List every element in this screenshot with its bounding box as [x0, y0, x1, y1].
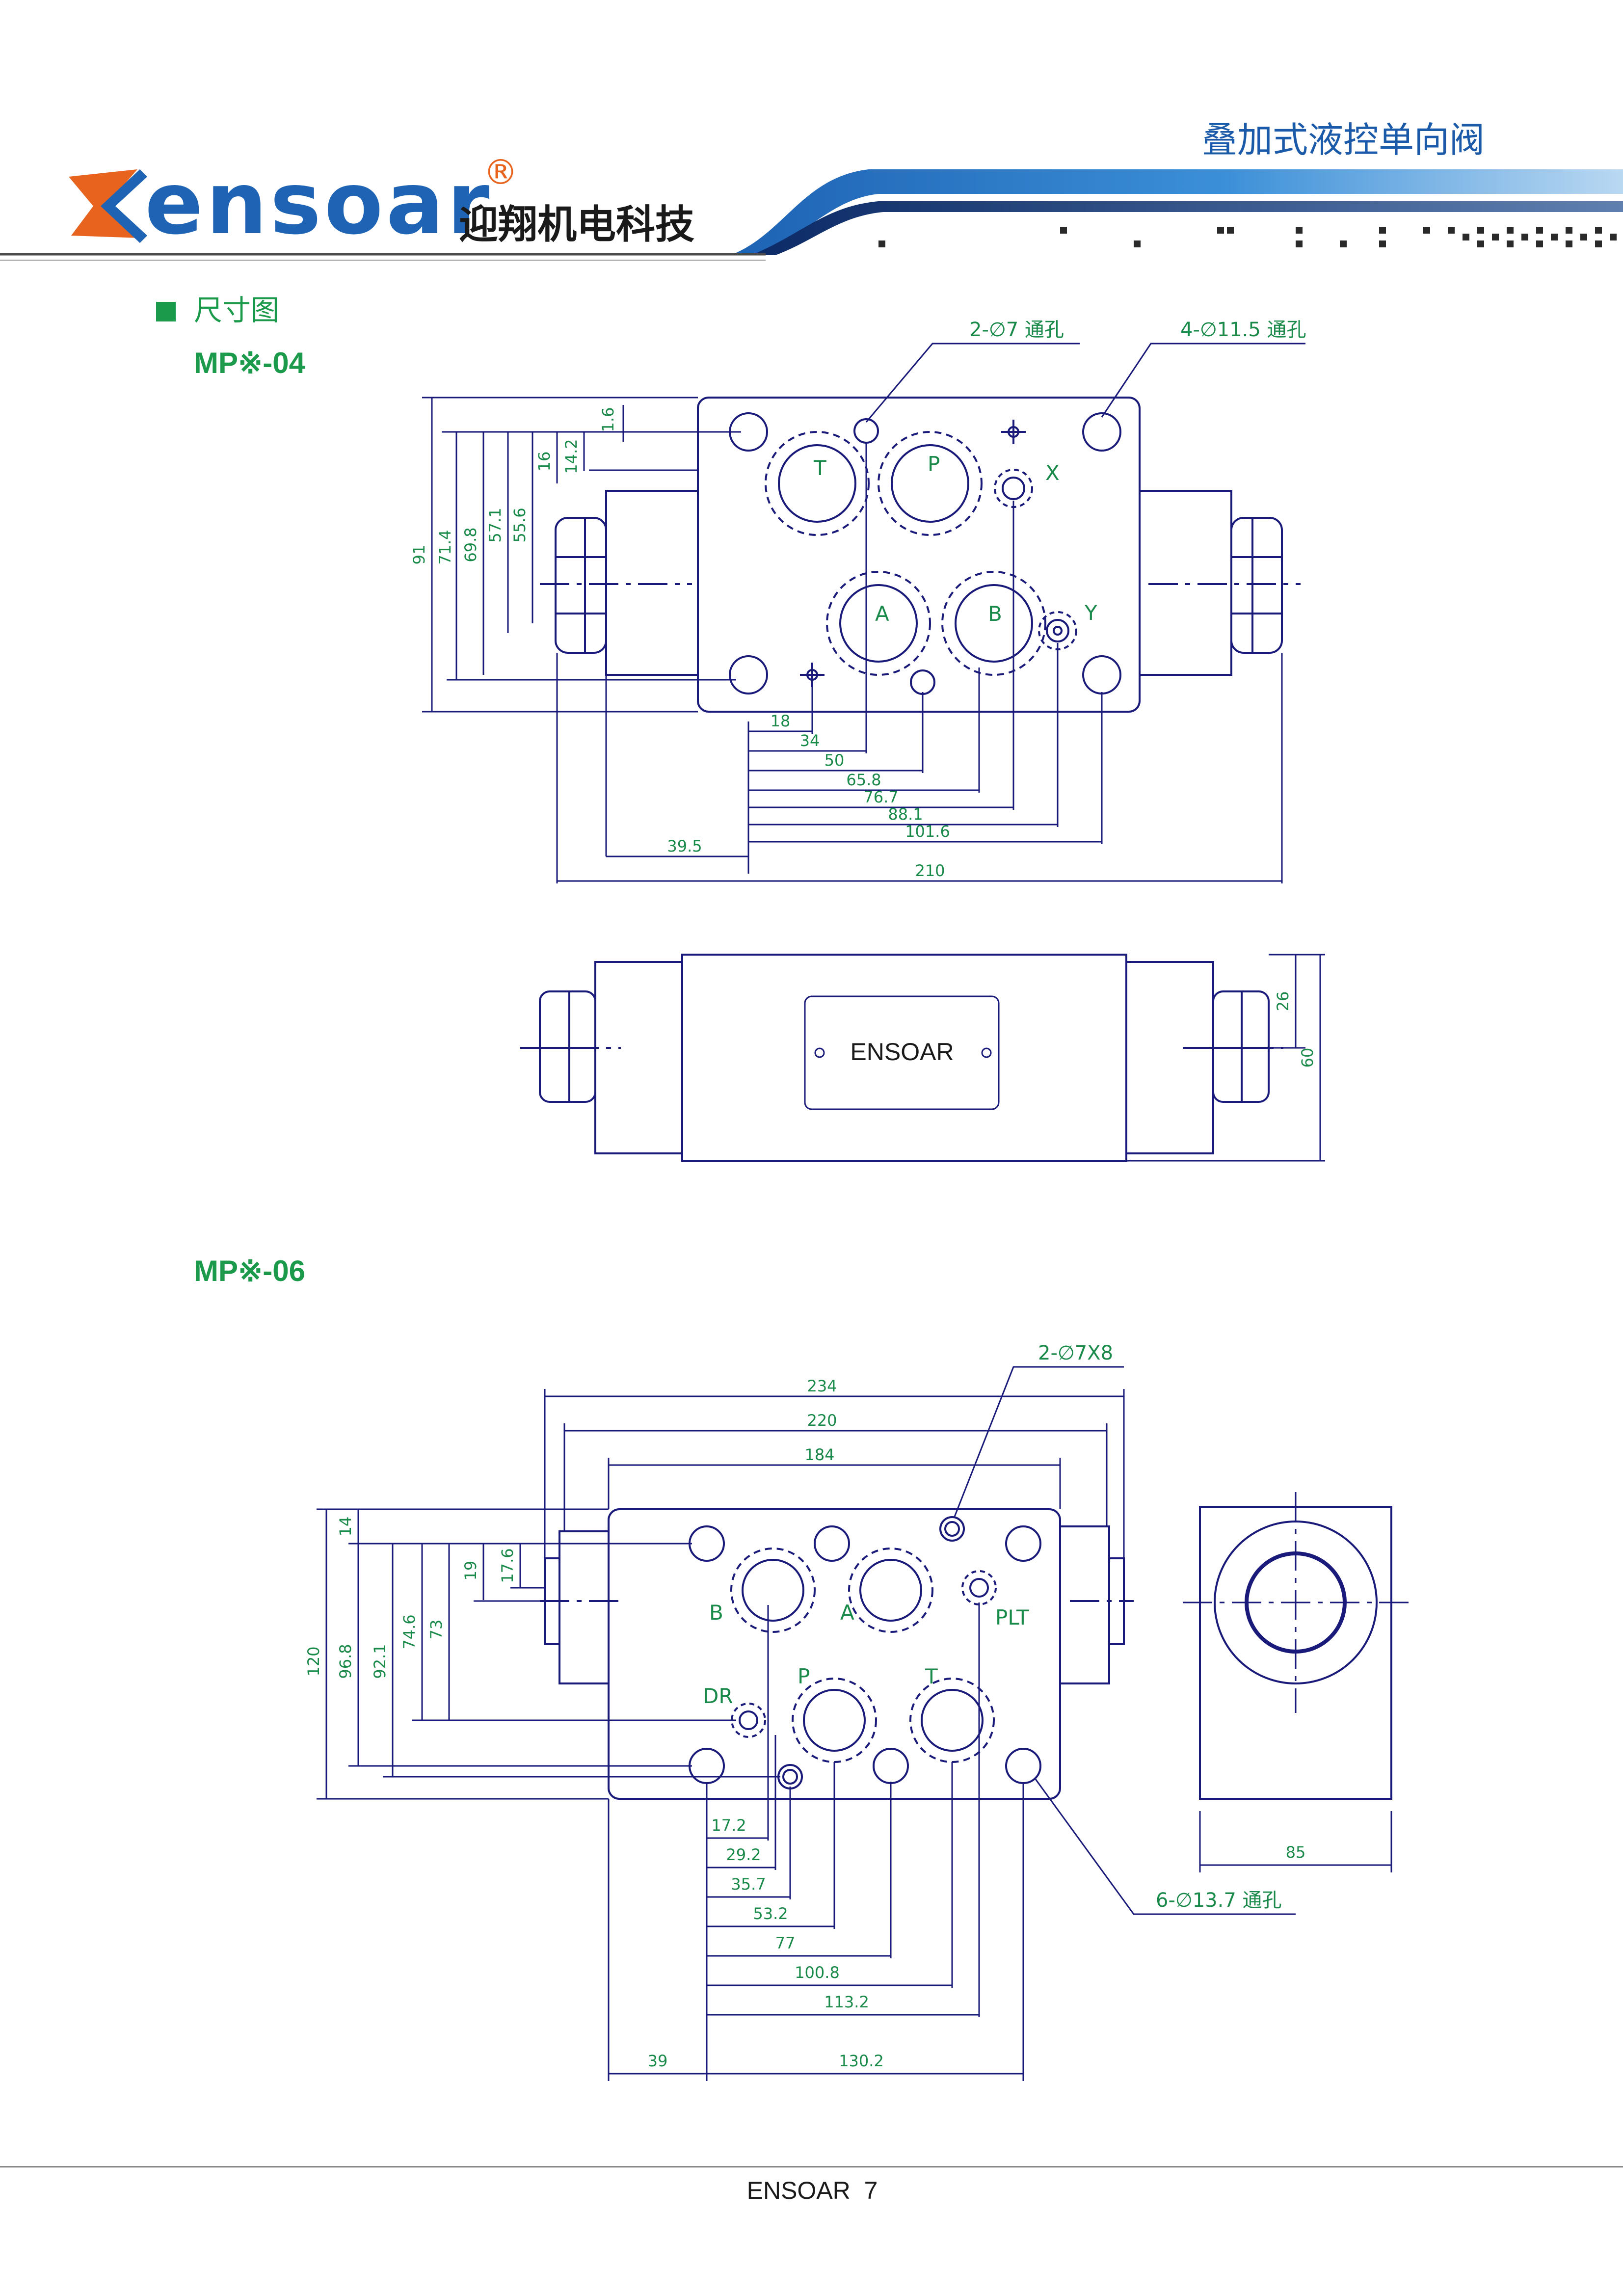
header-swoosh: [736, 169, 1623, 253]
mp04-nameplate: [804, 995, 1000, 1110]
mp06-port-b: B: [709, 1601, 723, 1625]
mp04-dim-69-8: 69.8: [461, 527, 480, 562]
mp06-dim-14: 14: [336, 1517, 355, 1537]
model-04-label: MP※-04: [194, 347, 306, 379]
mp04-dim-16: 16: [535, 452, 554, 472]
mp06-callout-mount-holes: 6-∅13.7 通孔: [1156, 1889, 1282, 1912]
logo: ensoar ® 迎翔机电科技: [69, 152, 694, 254]
mp06-port-dr: DR: [703, 1684, 733, 1708]
mp06-horizontal-dims: [608, 1602, 1024, 2081]
mp06-dim-113-2: 113.2: [824, 1993, 869, 2011]
mp06-dim-39: 39: [648, 2052, 668, 2070]
mp04-port-b: B: [988, 602, 1002, 626]
mp06-dim-120: 120: [304, 1646, 323, 1676]
mp04-port-t: T: [813, 456, 826, 480]
mp04-dim-57-1: 57.1: [486, 507, 505, 542]
mp06-top-dims: [544, 1389, 1125, 1558]
model-06-label: MP※-06: [194, 1255, 305, 1287]
mp04-port-a: A: [875, 602, 889, 626]
mp04-port-labels: T P X A B Y: [813, 452, 1097, 626]
mp04-dim-65-8: 65.8: [846, 771, 881, 789]
mp06-body: [608, 1508, 1061, 1800]
mp06-callouts: [954, 1366, 1296, 1915]
mp06-port-p: P: [798, 1664, 810, 1688]
mp04-dim-18: 18: [771, 712, 791, 730]
mp04-callout-mount-holes: 4-∅11.5 通孔: [1180, 319, 1306, 341]
mp04-side-view: [520, 954, 1283, 1162]
section-title: 尺寸图: [194, 294, 279, 327]
mp06-port-labels: B A PLT DR P T: [703, 1601, 1029, 1708]
footer: ENSOAR 7: [0, 2158, 1623, 2204]
mp06-dim-92-1: 92.1: [371, 1644, 389, 1679]
mp04-dim-50: 50: [825, 751, 845, 770]
mp06-dim-53-2: 53.2: [753, 1904, 788, 1923]
header: ensoar ® 迎翔机电科技 叠加式液控单向阀: [0, 119, 1623, 261]
footer-page-label: ENSOAR 7: [747, 2177, 878, 2204]
mp06-dim-130-2: 130.2: [839, 2052, 884, 2070]
mp04-dim-1-6: 1.6: [599, 407, 617, 432]
mp04-top-view: [540, 397, 1301, 713]
mp06-dim-96-8: 96.8: [336, 1644, 355, 1679]
mp04-port-x: X: [1045, 461, 1060, 485]
mp04-dim-101-6: 101.6: [905, 822, 950, 841]
mp04-side-dims: [1126, 954, 1325, 1162]
section-bullet-icon: [156, 302, 176, 321]
mp06-callout-pin-holes: 2-∅7X8: [1038, 1342, 1113, 1364]
mp04-dim-210: 210: [915, 861, 945, 880]
section-heading: 尺寸图 MP※-04: [156, 294, 306, 379]
mp06-dim-73: 73: [427, 1620, 446, 1640]
mp04-dim-34: 34: [800, 731, 820, 750]
mp06-dim-220: 220: [807, 1411, 837, 1430]
mp04-dim-39-5: 39.5: [667, 837, 702, 855]
mp04-dim-88-1: 88.1: [888, 805, 923, 824]
mp04-dim-14-2: 14.2: [562, 439, 581, 474]
mp06-dim-17-6: 17.6: [498, 1548, 517, 1583]
mp06-port-t: T: [925, 1664, 938, 1688]
mp04-dim-55-6: 55.6: [510, 507, 529, 542]
mp04-dim-91: 91: [410, 545, 428, 565]
mp04-callouts: [865, 343, 1305, 423]
mp06-dim-234: 234: [807, 1377, 837, 1395]
mp04-dim-26: 26: [1274, 991, 1292, 1012]
mp06-dim-74-6: 74.6: [400, 1614, 419, 1649]
header-dot-pattern: [878, 227, 1617, 247]
mp06-port-a: A: [840, 1601, 854, 1625]
mp06-dim-85: 85: [1286, 1843, 1306, 1862]
mp04-callout-pin-holes: 2-∅7 通孔: [969, 319, 1064, 341]
mp04-horizontal-dims: [556, 442, 1283, 883]
mp06-dim-184: 184: [804, 1445, 834, 1464]
mp06-dim-17-2: 17.2: [711, 1816, 746, 1835]
mp04-dim-71-4: 71.4: [436, 530, 454, 564]
mp04-dim-76-7: 76.7: [863, 788, 898, 806]
company-name: 迎翔机电科技: [459, 202, 694, 247]
mp04-vertical-dims: [422, 397, 741, 713]
mp04-dim-60: 60: [1298, 1048, 1317, 1068]
mp06-dim-35-7: 35.7: [731, 1875, 766, 1894]
logo-registered-mark: ®: [483, 152, 518, 192]
mp06-vertical-dims: [317, 1508, 780, 1800]
mp04-port-y: Y: [1084, 601, 1097, 625]
mp06-side-dims: [1199, 1811, 1392, 1872]
mp06-top-view: [540, 1508, 1134, 1800]
mp04-nameplate-text: ENSOAR: [850, 1038, 954, 1066]
mp06-dim-29-2: 29.2: [726, 1845, 761, 1864]
mp06-dim-19: 19: [461, 1561, 480, 1581]
mp06-side-view: [1183, 1492, 1409, 1800]
mp06-port-plt: PLT: [995, 1605, 1029, 1629]
product-title: 叠加式液控单向阀: [1202, 119, 1485, 160]
mp06-dim-77: 77: [775, 1934, 796, 1952]
mp06-dim-100-8: 100.8: [795, 1963, 840, 1982]
mp04-port-p: P: [928, 452, 940, 476]
logo-wordmark: ensoar: [145, 154, 492, 254]
header-swoosh-dark: [751, 201, 1623, 255]
